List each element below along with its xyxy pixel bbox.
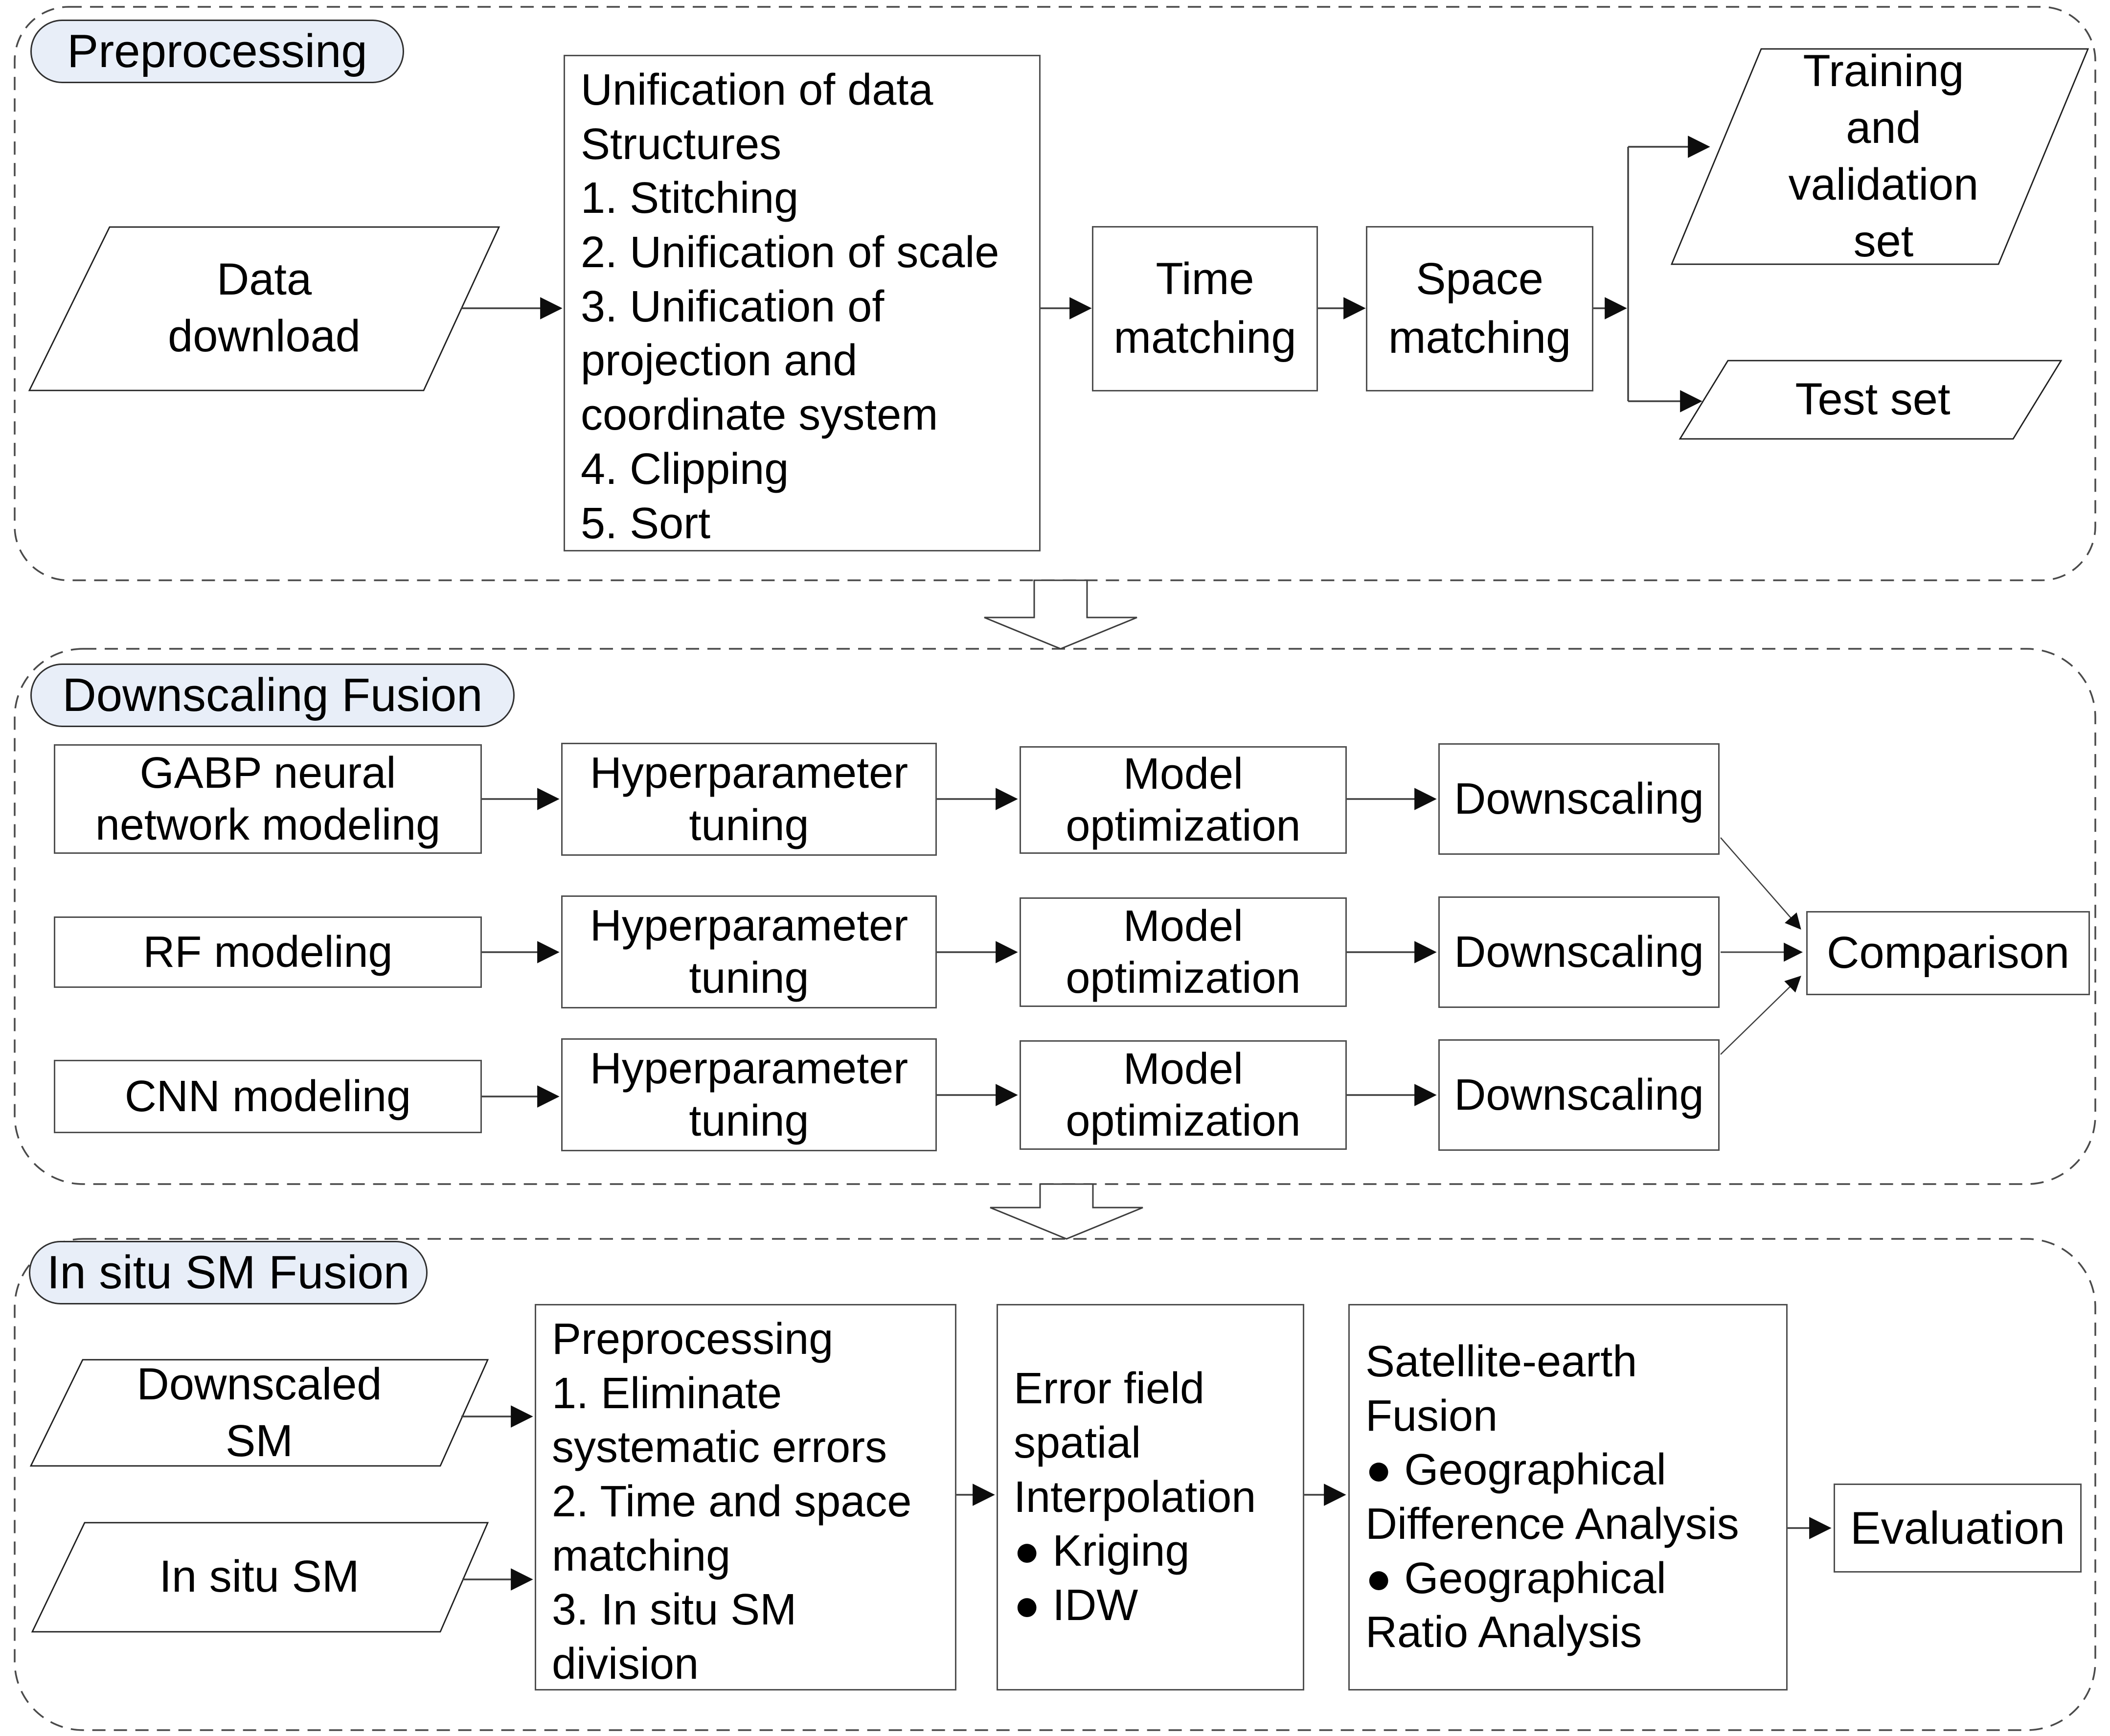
- unification-box: Unification of data Structures 1. Stitch…: [564, 55, 1041, 551]
- section-frame-downscaling-fusion: [14, 648, 2096, 1185]
- arrow-downscaling1-to-comparison: [1720, 837, 1801, 930]
- model-optimization-box-1: Model optimization: [1020, 746, 1347, 854]
- parallelogram-training-validation-set: [1670, 48, 2089, 265]
- time-matching-box: Time matching: [1092, 226, 1318, 391]
- downscaling-box-3: Downscaling: [1438, 1039, 1720, 1151]
- parallelogram-in-situ-sm: [31, 1522, 489, 1633]
- section-transition-arrow-down-2: [990, 1183, 1143, 1240]
- model-optimization-box-2: Model optimization: [1020, 897, 1347, 1007]
- evaluation-box: Evaluation: [1834, 1484, 2082, 1573]
- cnn-modeling-box: CNN modeling: [54, 1060, 482, 1133]
- hyperparameter-tuning-box-2: Hyperparameter tuning: [561, 895, 937, 1008]
- error-field-interpolation-box: Error field spatial Interpolation ● Krig…: [997, 1304, 1304, 1690]
- model-optimization-box-3: Model optimization: [1020, 1040, 1347, 1150]
- parallelogram-test-set: [1679, 360, 2063, 440]
- satellite-earth-fusion-box: Satellite-earth Fusion ● Geographical Di…: [1348, 1304, 1788, 1690]
- section-frame-in-situ-fusion: [14, 1238, 2096, 1731]
- arrow-downscaling3-to-comparison: [1720, 976, 1801, 1055]
- parallelogram-downscaled-sm: [29, 1359, 489, 1467]
- hyperparameter-tuning-box-3: Hyperparameter tuning: [561, 1038, 937, 1151]
- gabp-modeling-box: GABP neural network modeling: [54, 744, 482, 854]
- downscaling-box-2: Downscaling: [1438, 896, 1720, 1008]
- hyperparameter-tuning-box-1: Hyperparameter tuning: [561, 743, 937, 856]
- in-situ-preprocessing-box: Preprocessing 1. Eliminate systematic er…: [535, 1304, 956, 1690]
- downscaling-box-1: Downscaling: [1438, 743, 1720, 855]
- section-frame-preprocessing: [14, 6, 2096, 581]
- parallelogram-data-download: [28, 226, 500, 391]
- comparison-box: Comparison: [1806, 911, 2090, 995]
- rf-modeling-box: RF modeling: [54, 916, 482, 988]
- section-label-preprocessing: Preprocessing: [30, 20, 404, 83]
- section-label-downscaling-fusion: Downscaling Fusion: [30, 663, 515, 727]
- section-label-in-situ-sm-fusion: In situ SM Fusion: [29, 1241, 428, 1304]
- section-transition-arrow-down-1: [984, 579, 1137, 650]
- space-matching-box: Space matching: [1366, 226, 1593, 391]
